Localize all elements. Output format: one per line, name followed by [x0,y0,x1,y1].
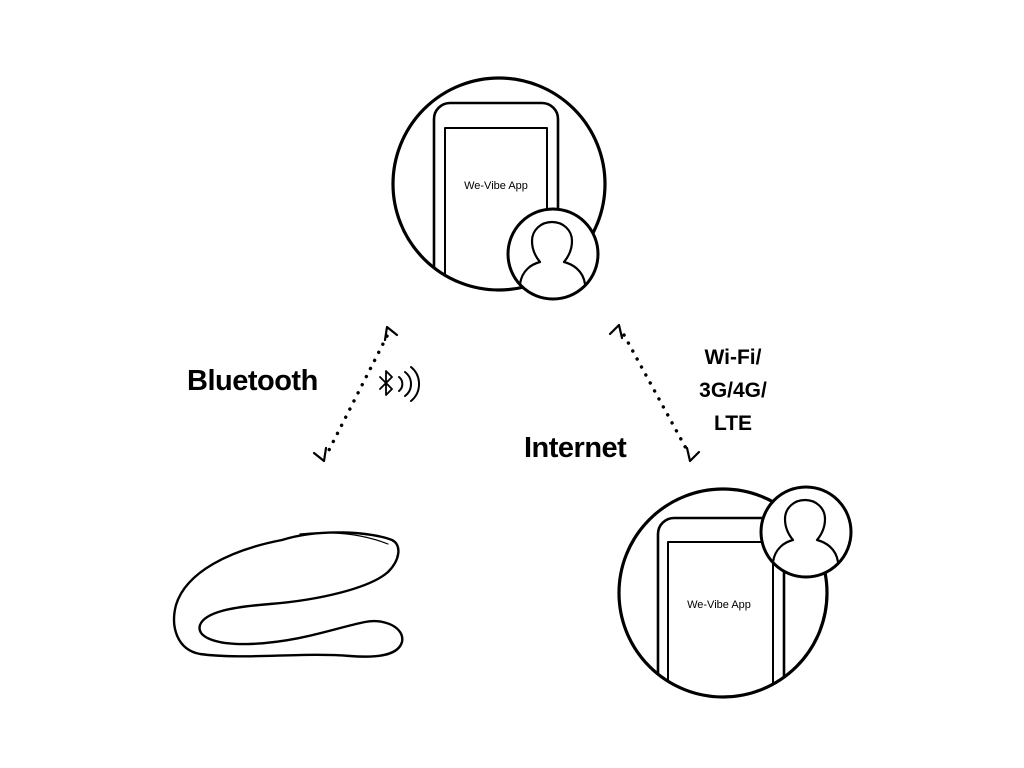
top-phone-node: We-Vibe App [391,76,607,301]
internet-dotted-line [622,333,690,454]
bluetooth-connection [312,325,399,463]
we-vibe-device-icon [172,531,404,658]
bluetooth-label: Bluetooth [187,365,318,397]
bottom-phone-device [656,516,786,697]
bluetooth-signal-icon [379,366,421,402]
bluetooth-arrowhead-top [383,325,399,342]
bottom-phone-node: We-Vibe App [617,485,853,699]
internet-label: Internet [524,432,627,464]
network-type-line: LTE [714,412,752,435]
network-type-line: Wi-Fi/ [705,346,762,369]
top-phone-app-label: We-Vibe App [464,180,528,192]
internet-arrowhead-top [608,323,624,340]
internet-arrowhead-bottom [685,446,701,463]
network-type-line: 3G/4G/ [699,379,767,402]
network-types-label: Wi-Fi/ 3G/4G/ LTE [699,346,767,435]
internet-connection [608,323,701,463]
bluetooth-arrowhead-bottom [312,446,328,463]
top-user-avatar-icon [506,207,600,301]
bottom-phone-app-label: We-Vibe App [687,599,751,611]
bottom-user-avatar-icon [759,485,853,579]
bluetooth-dotted-line [326,334,389,454]
